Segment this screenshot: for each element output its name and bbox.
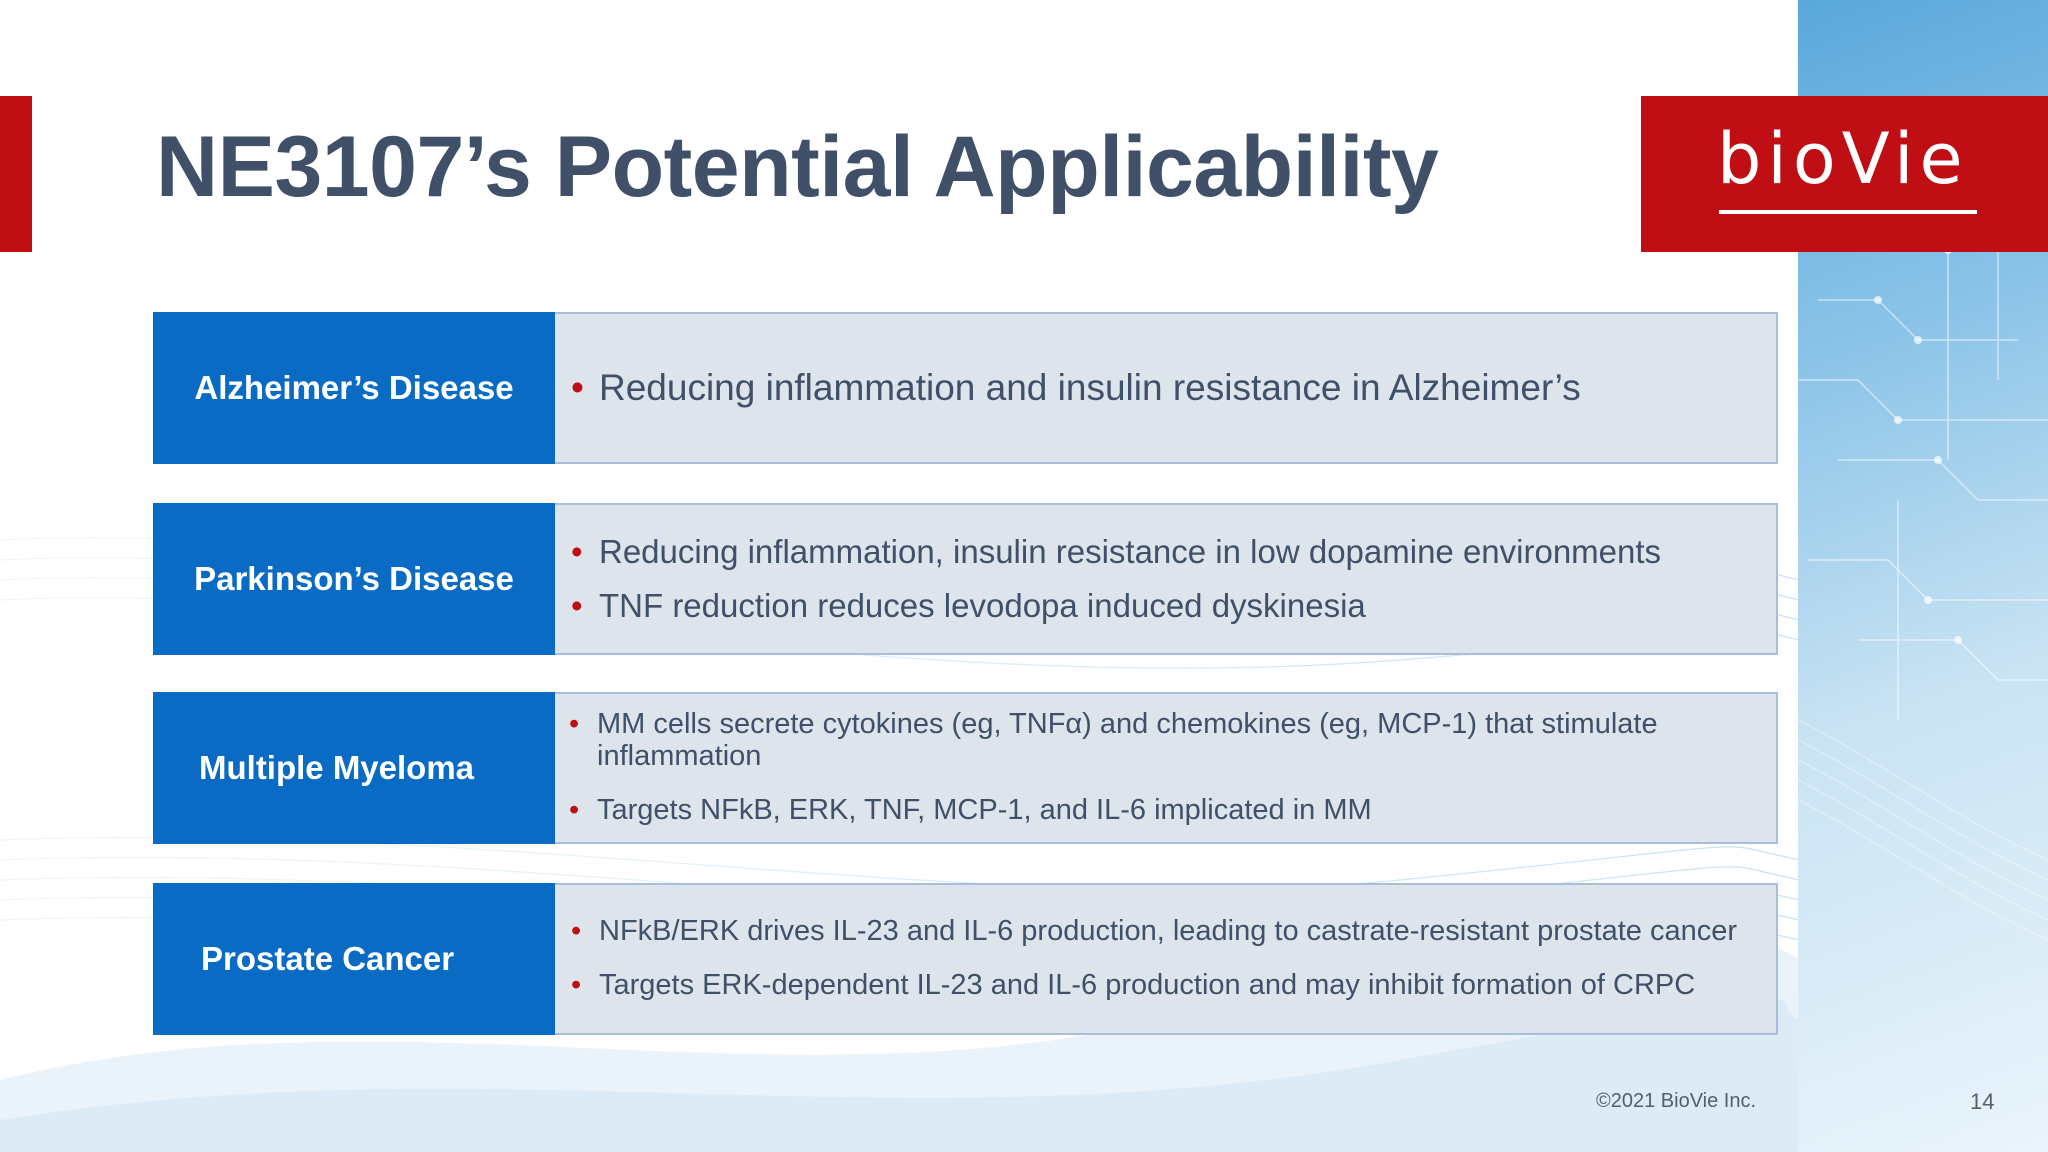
bullet-dot-icon: • (569, 793, 580, 826)
bullet-text: Targets NFkB, ERK, TNF, MCP-1, and IL-6 … (597, 793, 1372, 826)
bullet-text: MM cells secrete cytokines (eg, TNFα) an… (597, 708, 1658, 773)
bullet-text: NFkB/ERK drives IL-23 and IL-6 productio… (599, 915, 1738, 948)
bullet-item: • MM cells secrete cytokines (eg, TNFα) … (561, 708, 1696, 773)
row-body: • NFkB/ERK drives IL-23 and IL-6 product… (555, 883, 1778, 1035)
copyright-text: ©2021 BioVie Inc. (1596, 1090, 1757, 1112)
row-prostate-cancer: Prostate Cancer • NFkB/ERK drives IL-23 … (153, 883, 1778, 1035)
row-label: Parkinson’s Disease (153, 503, 555, 655)
row-label: Prostate Cancer (153, 883, 555, 1035)
logo-underline (1719, 210, 1977, 214)
row-label: Alzheimer’s Disease (153, 312, 555, 464)
row-parkinsons: Parkinson’s Disease • Reducing inflammat… (153, 503, 1778, 655)
row-label: Multiple Myeloma (153, 692, 555, 844)
bullet-dot-icon: • (571, 969, 582, 1001)
bullet-item: • TNF reduction reduces levodopa induced… (563, 587, 1776, 624)
bullet-dot-icon: • (571, 915, 582, 948)
row-body: • MM cells secrete cytokines (eg, TNFα) … (555, 692, 1778, 844)
logo-wordmark: bioVie (1717, 118, 1969, 200)
bullet-dot-icon: • (571, 366, 584, 408)
bullet-item: • Reducing inflammation, insulin resista… (563, 532, 1776, 570)
bullet-dot-icon: • (571, 587, 583, 624)
left-red-accent-bar (0, 96, 32, 252)
row-body: • Reducing inflammation, insulin resista… (555, 503, 1778, 655)
bullet-text: Reducing inflammation, insulin resistanc… (599, 532, 1662, 570)
bullet-dot-icon: • (569, 708, 580, 741)
bullet-item: • Reducing inflammation and insulin resi… (563, 366, 1776, 409)
bullet-item: • Targets NFkB, ERK, TNF, MCP-1, and IL-… (561, 793, 1696, 827)
bullet-dot-icon: • (571, 532, 583, 570)
bullet-item: • NFkB/ERK drives IL-23 and IL-6 product… (563, 915, 1776, 948)
bullet-item: • Targets ERK-dependent IL-23 and IL-6 p… (563, 969, 1776, 1002)
row-body: • Reducing inflammation and insulin resi… (555, 312, 1778, 464)
page-number: 14 (1970, 1089, 1995, 1114)
bullet-text: Targets ERK-dependent IL-23 and IL-6 pro… (599, 969, 1696, 1001)
biovie-logo: bioVie (1641, 96, 2048, 252)
bullet-text: TNF reduction reduces levodopa induced d… (599, 587, 1366, 624)
row-multiple-myeloma: Multiple Myeloma • MM cells secrete cyto… (153, 692, 1778, 844)
row-alzheimers: Alzheimer’s Disease • Reducing inflammat… (153, 312, 1778, 464)
bullet-text: Reducing inflammation and insulin resist… (599, 366, 1581, 408)
slide-title: NE3107’s Potential Applicability (156, 119, 1439, 215)
